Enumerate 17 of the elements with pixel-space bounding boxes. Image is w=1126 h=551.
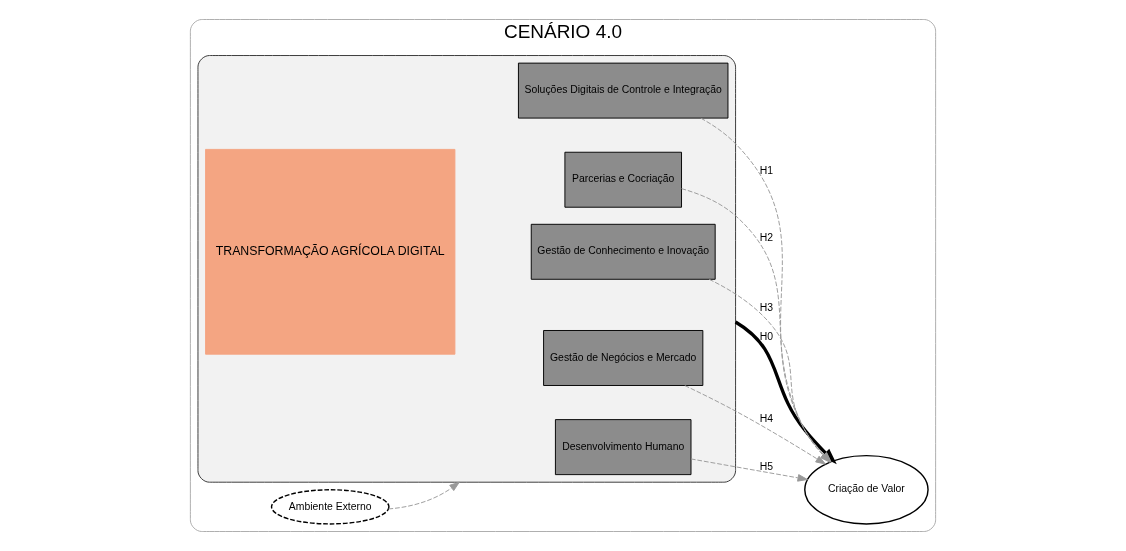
node-ellipse: Ambiente Externo — [270, 489, 390, 525]
edge-label: H0 — [759, 330, 774, 342]
cluster — [197, 55, 737, 483]
node-box: TRANSFORMAÇÃO AGRÍCOLA DIGITAL — [205, 148, 456, 355]
arrow — [690, 458, 808, 482]
arrow — [684, 385, 826, 465]
edge-label: H1 — [759, 164, 774, 176]
edge-label: H4 — [759, 413, 774, 425]
edge-label: H5 — [759, 460, 774, 472]
node-box: Gestão de Negócios e Mercado — [543, 330, 704, 386]
edge-label: H2 — [759, 232, 774, 244]
node-box: Soluções Digitais de Controle e Integração — [517, 62, 729, 119]
node-box: Desenvolvimento Humano — [554, 419, 692, 476]
edge-label: H3 — [759, 302, 774, 314]
node-box: Gestão de Conhecimento e Inovação — [530, 223, 716, 280]
arrow — [388, 481, 460, 510]
node-box: Parcerias e Cocriação — [564, 151, 682, 208]
